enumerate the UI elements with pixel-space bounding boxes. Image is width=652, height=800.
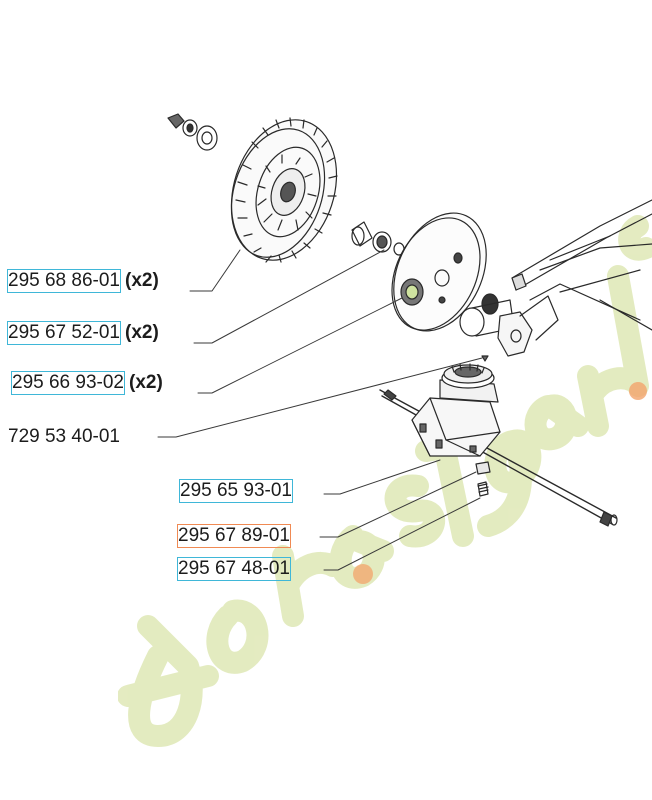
- part-number[interactable]: 729 53 40-01: [8, 426, 120, 447]
- part-label-row[interactable]: 295 65 93-01: [179, 479, 293, 503]
- part-label-row[interactable]: 295 66 93-02(x2): [11, 371, 163, 395]
- part-number[interactable]: 295 65 93-01: [179, 479, 293, 503]
- part-label-row[interactable]: 295 67 89-01: [177, 524, 291, 548]
- part-label-row[interactable]: 729 53 40-01: [8, 426, 120, 448]
- part-number[interactable]: 295 68 86-01: [7, 269, 121, 293]
- wheel-part: [230, 117, 338, 263]
- part-label-row[interactable]: 295 67 48-01: [177, 557, 291, 581]
- part-number[interactable]: 295 66 93-02: [11, 371, 125, 395]
- bushing-bearing-group: [351, 221, 405, 256]
- key-and-spring: [475, 461, 491, 497]
- part-number[interactable]: 295 67 89-01: [177, 524, 291, 548]
- gearbox-assembly: [379, 363, 618, 527]
- part-label-row[interactable]: 295 68 86-01(x2): [7, 269, 159, 293]
- part-number[interactable]: 295 67 48-01: [177, 557, 291, 581]
- small-pin: [481, 355, 489, 362]
- drive-gear-bracket: [459, 199, 652, 357]
- wheel-cover-disc: [391, 212, 487, 332]
- leader-lines: [157, 249, 483, 571]
- wheel-hardware-group: [167, 113, 218, 151]
- part-quantity: (x2): [125, 270, 159, 291]
- part-number[interactable]: 295 67 52-01: [7, 321, 121, 345]
- part-quantity: (x2): [125, 322, 159, 343]
- part-label-row[interactable]: 295 67 52-01(x2): [7, 321, 159, 345]
- part-quantity: (x2): [129, 372, 163, 393]
